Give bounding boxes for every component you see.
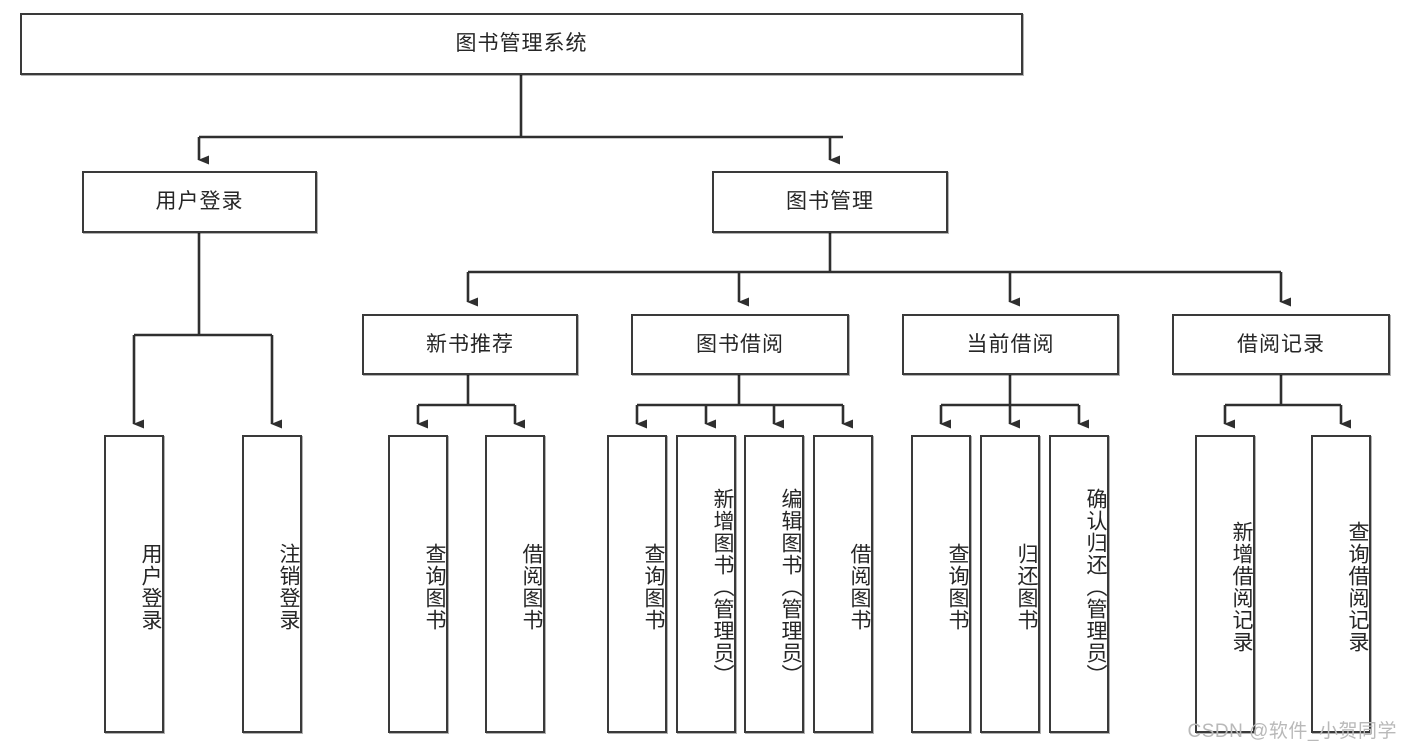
node-borrow-record[interactable]: 借阅记录 [1172,314,1390,375]
node-label: 新增借阅记录 [1230,521,1253,653]
node-label: 图书管理 [786,190,874,214]
node-leaf-query-book-3[interactable]: 查询图书 [911,435,971,733]
node-label: 归还图书 [1015,543,1038,631]
node-label: 借阅图书 [848,543,871,631]
node-leaf-borrow-book-2[interactable]: 借阅图书 [813,435,873,733]
node-label: 查询图书 [642,543,665,631]
node-label: 图书借阅 [696,332,784,356]
node-new-book-recommend[interactable]: 新书推荐 [362,314,578,375]
node-leaf-edit-book[interactable]: 编辑图书（管理员） [744,435,804,733]
node-leaf-logout-login[interactable]: 注销登录 [242,435,302,733]
node-label: 借阅记录 [1237,332,1325,356]
node-leaf-query-record[interactable]: 查询借阅记录 [1311,435,1371,733]
node-label: 新书推荐 [426,332,514,356]
node-label: 用户登录 [139,543,162,631]
node-label: 当前借阅 [966,332,1055,356]
node-book-borrow[interactable]: 图书借阅 [631,314,849,375]
node-leaf-add-book[interactable]: 新增图书（管理员） [676,435,736,733]
node-label: 图书管理系统 [455,32,588,56]
node-current-borrow[interactable]: 当前借阅 [902,314,1119,375]
node-leaf-query-book-1[interactable]: 查询图书 [388,435,448,733]
node-book-management[interactable]: 图书管理 [712,171,948,233]
node-leaf-return-book[interactable]: 归还图书 [980,435,1040,733]
node-label: 用户登录 [155,190,244,214]
node-label: 查询借阅记录 [1346,521,1369,653]
node-leaf-user-login[interactable]: 用户登录 [104,435,164,733]
node-leaf-query-book-2[interactable]: 查询图书 [607,435,667,733]
node-label: 查询图书 [423,543,446,631]
node-label: 编辑图书（管理员） [779,488,802,686]
node-label: 新增图书（管理员） [711,488,734,686]
node-user-login[interactable]: 用户登录 [82,171,317,233]
node-label: 确认归还（管理员） [1084,488,1107,686]
node-label: 注销登录 [277,543,300,631]
node-leaf-borrow-book-1[interactable]: 借阅图书 [485,435,545,733]
node-leaf-confirm-return[interactable]: 确认归还（管理员） [1049,435,1109,733]
node-book-management-system[interactable]: 图书管理系统 [20,13,1023,75]
node-label: 借阅图书 [520,543,543,631]
node-label: 查询图书 [946,543,969,631]
node-leaf-add-record[interactable]: 新增借阅记录 [1195,435,1255,733]
